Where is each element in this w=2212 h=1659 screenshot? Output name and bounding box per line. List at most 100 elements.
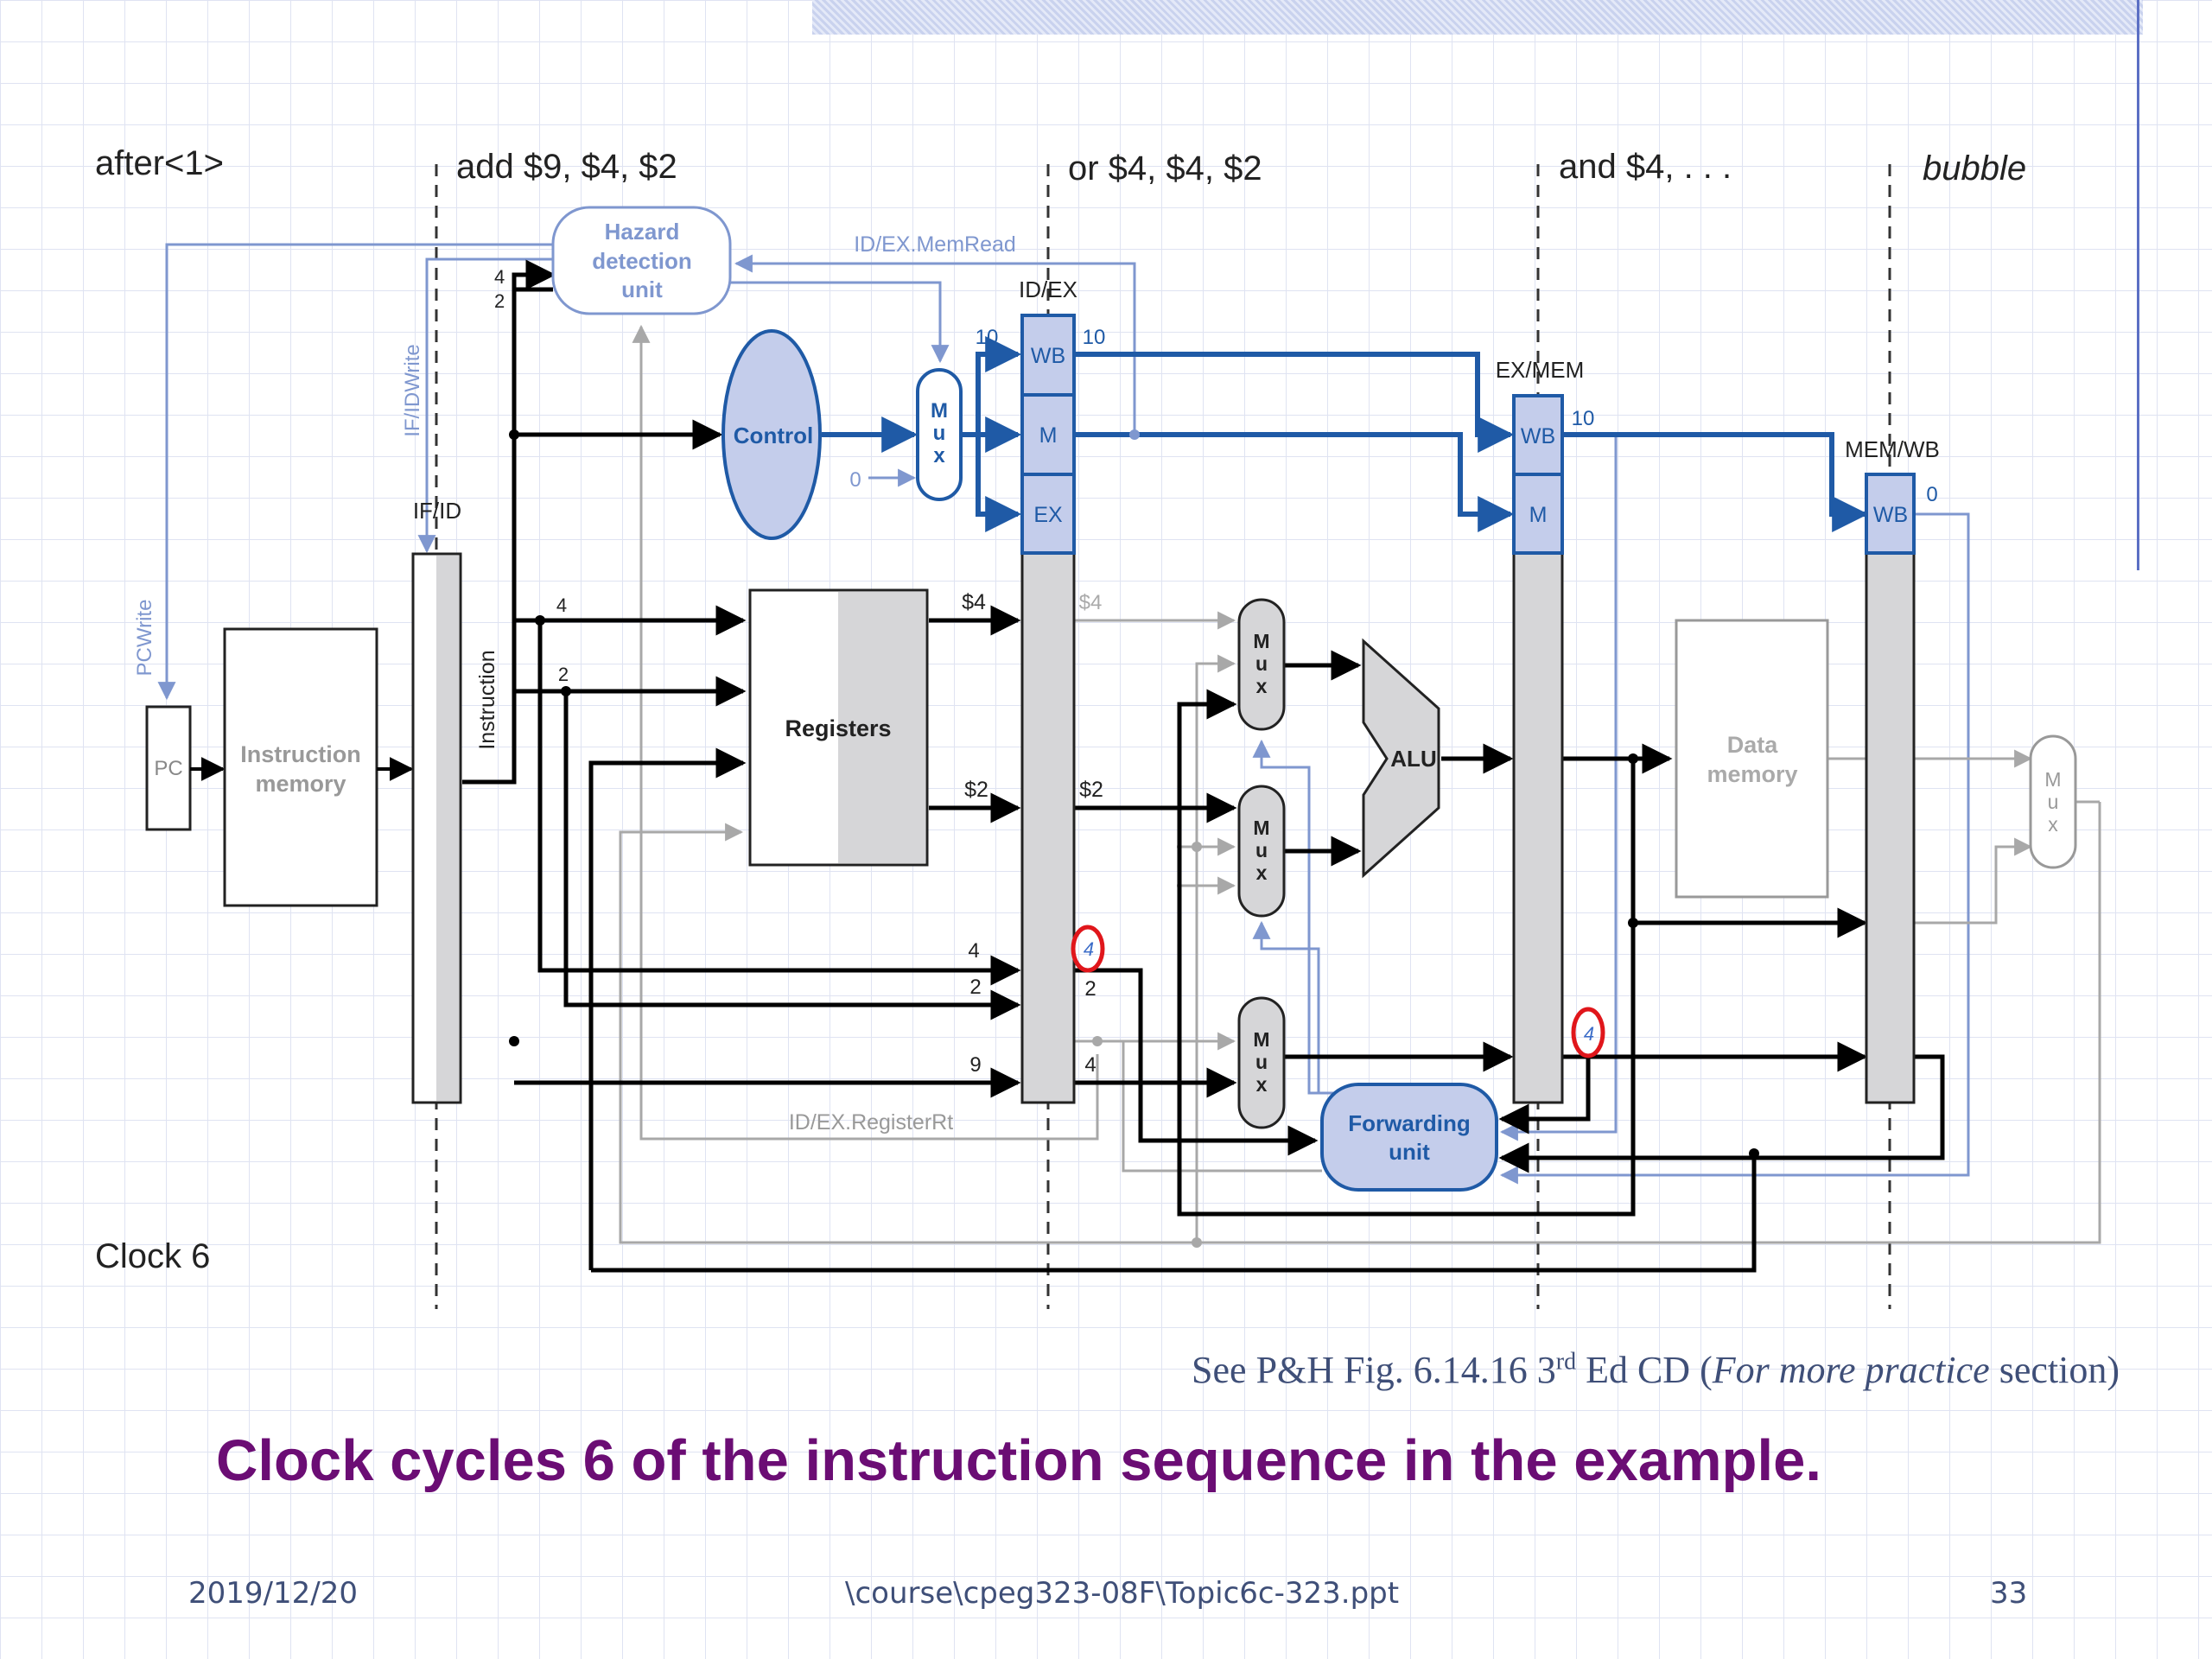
footer-path: \course\cpeg323-08F\Topic6c-323.ppt <box>845 1576 1400 1611</box>
rd-out-label: 4 <box>1084 1053 1096 1077</box>
mem-wb-register <box>1865 551 1916 1104</box>
svg-text:M: M <box>1253 1028 1269 1051</box>
ex-mem-wb-block <box>1512 394 1564 476</box>
control-unit <box>721 329 822 540</box>
forwarding-to-muxa <box>1252 739 1350 1095</box>
idex-wb-in-value: 10 <box>976 326 999 349</box>
alu-label: ALU <box>1390 746 1436 772</box>
stage-label-if: after<1> <box>95 144 224 182</box>
idex-reg1-out: $4 <box>1079 591 1103 614</box>
svg-text:u: u <box>1255 652 1268 675</box>
writeback-rd-loop <box>591 1154 1757 1273</box>
pcwrite-line <box>157 243 553 701</box>
ex-mem-wb-label: WB <box>1521 424 1555 448</box>
rt-out-label: 2 <box>1084 977 1096 1001</box>
ex-mem-register <box>1512 551 1564 1104</box>
highlight-exmem-rd <box>1571 1007 1605 1058</box>
writeback-to-registers-line <box>619 802 2101 1244</box>
svg-text:M: M <box>1253 630 1269 652</box>
if-id-shade <box>436 556 459 1101</box>
caption-italic: For more practice <box>1712 1349 1990 1391</box>
exmem-wb-out-value: 10 <box>1572 407 1595 430</box>
exmem-rd-label: 4 <box>1584 1023 1594 1045</box>
datamem-label-2: memory <box>1707 761 1797 787</box>
hazard-input-2: 2 <box>494 290 505 312</box>
control-mux-x: x <box>933 444 945 467</box>
hazard-label-1: Hazard <box>605 219 680 245</box>
id-ex-label: ID/EX <box>1019 276 1077 302</box>
alu-mux-a: M u x <box>1237 598 1286 731</box>
ifidwrite-label: IF/IDWrite <box>401 344 424 437</box>
instruction-memory <box>223 627 378 907</box>
stage-label-mem: and $4, . . . <box>1559 148 1732 186</box>
right-decoration-rule <box>2137 0 2139 570</box>
stage-label-wb: bubble <box>1923 149 2026 188</box>
imem-label-1: Instruction <box>240 741 361 767</box>
alu-unit <box>1362 638 1440 879</box>
footer-page-number: 33 <box>1990 1576 2028 1611</box>
rs-to-idex <box>537 620 1021 986</box>
svg-text:u: u <box>1255 839 1268 861</box>
mux-to-wb-line <box>959 336 1022 437</box>
exmem-wb-to-memwb <box>1564 432 1869 532</box>
pipeline-diagram: after<1> add $9, $4, $2 or $4, $4, $2 an… <box>95 144 2101 1309</box>
instruction-bus <box>462 259 556 785</box>
reg2-out-label: $2 <box>964 778 988 802</box>
hazard-to-mux-line <box>730 281 950 364</box>
svg-text:u: u <box>2048 791 2059 813</box>
mem-wb-label: MEM/WB <box>1845 436 1940 462</box>
idex-reg2-out: $2 <box>1079 778 1103 802</box>
forwarding-to-muxb <box>1252 920 1320 1093</box>
pcwrite-label: PCWrite <box>133 600 156 677</box>
svg-text:x: x <box>1256 675 1268 697</box>
regdst-mux: M u x <box>1237 996 1286 1129</box>
ex-mem-label: EX/MEM <box>1496 357 1585 383</box>
figure-caption: See P&H Fig. 6.14.16 3rd Ed CD (For more… <box>1065 1348 2120 1392</box>
memread-label: ID/EX.MemRead <box>854 232 1016 257</box>
mux-to-ex-line <box>976 435 1022 532</box>
rs-to-forwarding <box>1074 968 1319 1156</box>
register-file-shade <box>838 592 925 863</box>
id-ex-ex-block <box>1020 473 1076 555</box>
rd-in-label: 9 <box>969 1053 981 1077</box>
control-mux <box>916 368 963 501</box>
rt-in-label: 2 <box>969 976 981 999</box>
caption-suffix: section) <box>1989 1349 2120 1391</box>
hazard-detection-unit <box>551 206 732 315</box>
reg1-out-label: $4 <box>962 590 986 614</box>
pc-register <box>145 705 192 831</box>
rs-in-label: 4 <box>968 939 979 963</box>
hazard-label-2: detection <box>592 248 692 274</box>
svg-text:M: M <box>2044 768 2061 791</box>
writeback-mux: M u x <box>2029 734 2077 869</box>
registerrt-line <box>632 324 1099 1141</box>
forwarding-label-2: unit <box>1389 1139 1430 1165</box>
memwb-wb-to-forwarding <box>1499 512 1970 1185</box>
highlight-idex-rs <box>1071 925 1105 973</box>
exmem-forward-to-muxa <box>1177 689 1636 1217</box>
idex-m-to-exmem <box>1076 432 1515 532</box>
id-ex-register <box>1020 551 1076 1104</box>
caption-prefix: See P&H Fig. 6.14.16 3 <box>1192 1349 1556 1391</box>
junction-dots <box>509 429 1759 1159</box>
idex-wb-out-value: 10 <box>1083 326 1106 349</box>
svg-text:x: x <box>2048 813 2058 836</box>
control-mux-m: M <box>931 399 948 423</box>
if-id-label: IF/ID <box>413 498 461 524</box>
footer-date: 2019/12/20 <box>188 1576 358 1611</box>
registers-label: Registers <box>785 715 891 741</box>
memwb-wb-out-value: 0 <box>1926 483 1937 506</box>
data-memory <box>1675 619 1829 899</box>
svg-text:u: u <box>1255 1051 1268 1073</box>
stage-label-ex: or $4, $4, $2 <box>1068 149 1262 188</box>
rt-to-idex <box>563 691 1021 1020</box>
ifidwrite-line <box>417 257 553 554</box>
svg-text:x: x <box>1256 1073 1268 1096</box>
exmem-rd-to-forwarding <box>1498 1057 1591 1135</box>
registerrt-label: ID/EX.RegisterRt <box>789 1110 953 1135</box>
ex-mem-m-label: M <box>1529 503 1548 527</box>
memread-line <box>734 254 1136 432</box>
control-mux-u: u <box>933 422 946 445</box>
id-ex-m-block <box>1020 393 1076 476</box>
id-ex-m-label: M <box>1039 423 1058 448</box>
